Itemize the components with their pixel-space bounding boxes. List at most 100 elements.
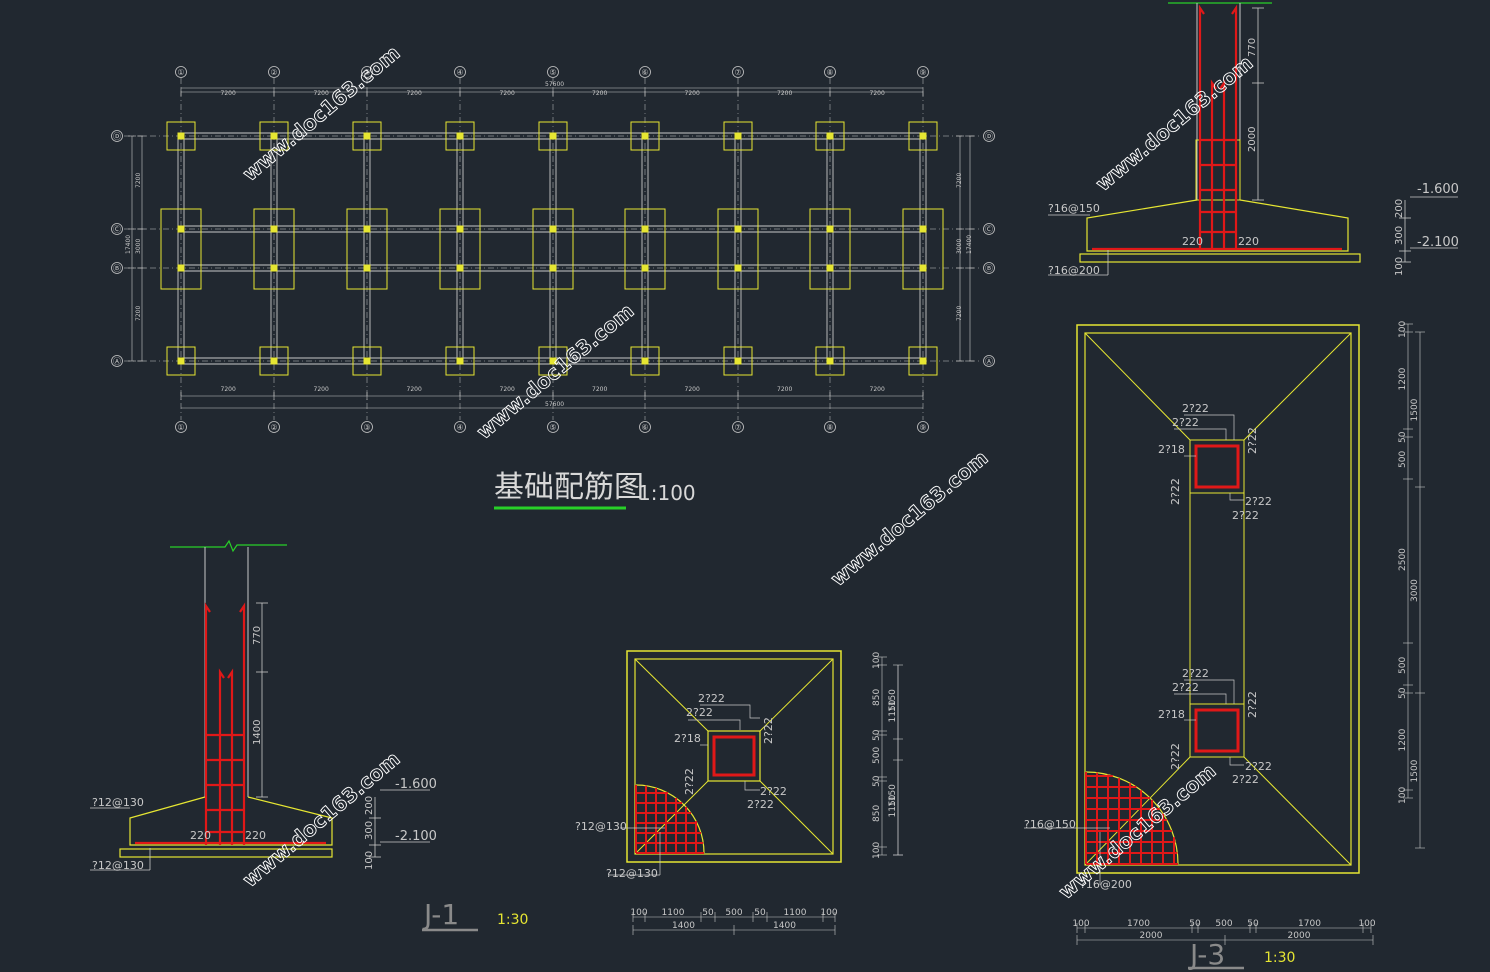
plan-title-block: 基础配筋图 1:100 bbox=[494, 470, 696, 510]
footing-j3 bbox=[717, 208, 759, 290]
j1-vdim-c: 100 bbox=[364, 851, 375, 870]
j3-rebar-top-label: ?16@150 bbox=[1048, 202, 1100, 215]
vdim-total-value: 1150 bbox=[888, 699, 898, 722]
j1-vdim-a: 200 bbox=[364, 796, 375, 815]
j3-column2-rebar bbox=[1194, 708, 1240, 753]
j3-rebar-bottom-label: ?16@200 bbox=[1048, 264, 1100, 277]
j3-c2-left-top: 2?22 bbox=[1172, 681, 1199, 694]
row-dim: 7200 bbox=[956, 306, 963, 321]
j3-scale: 1:30 bbox=[1264, 950, 1295, 966]
column-marker bbox=[549, 132, 557, 140]
footing-j1 bbox=[166, 346, 196, 376]
column-marker bbox=[177, 132, 185, 140]
column-marker bbox=[734, 225, 742, 233]
hdim-value: 50 bbox=[754, 908, 766, 918]
grid-bubble-col bbox=[547, 66, 559, 78]
j1-title: J-1 bbox=[422, 898, 459, 931]
j2-label-left: 2?22 bbox=[683, 768, 696, 795]
column-marker bbox=[363, 225, 371, 233]
bay-dim: 7200 bbox=[500, 386, 515, 393]
row-dim: 3000 bbox=[956, 239, 963, 254]
j3-column1-rebar bbox=[1194, 444, 1240, 489]
j2-label-br2: 2?22 bbox=[747, 798, 774, 811]
j3-outer bbox=[1076, 324, 1360, 874]
vdim-total-value: 1500 bbox=[1410, 398, 1420, 421]
grid-bubble-label: ⑧ bbox=[826, 68, 833, 77]
mesh-arc bbox=[1085, 771, 1179, 865]
grid-bubble-row bbox=[983, 223, 995, 235]
column-marker bbox=[270, 264, 278, 272]
hdim-value: 1100 bbox=[662, 908, 685, 918]
j3-inner bbox=[1084, 332, 1352, 866]
hdim-value: 1700 bbox=[1127, 919, 1150, 929]
j2-column-rebar bbox=[712, 735, 756, 777]
vdim-value: 100 bbox=[872, 652, 882, 669]
vdim-value: 100 bbox=[1398, 787, 1408, 804]
bay-dim: 7200 bbox=[870, 386, 885, 393]
hdim-value: 100 bbox=[820, 908, 837, 918]
grid-bubble-col bbox=[732, 66, 744, 78]
j3-c1-br2: 2?22 bbox=[1232, 509, 1259, 522]
footing-j1 bbox=[908, 121, 938, 151]
grid-bubble-col bbox=[824, 421, 836, 433]
grid-bubble-col bbox=[361, 421, 373, 433]
j2-pedestal bbox=[707, 730, 761, 782]
grid-bubble-label: Ⓐ bbox=[985, 357, 993, 366]
j1-rebar-bottom-label: ?12@130 bbox=[92, 859, 144, 872]
grid-bubble-col bbox=[361, 66, 373, 78]
column-marker bbox=[641, 132, 649, 140]
vdim-total-value: 1150 bbox=[888, 794, 898, 817]
footing-j1 bbox=[166, 121, 196, 151]
grid-bubble-label: ③ bbox=[363, 423, 370, 432]
column-marker bbox=[270, 357, 278, 365]
vdim-value: 1200 bbox=[1398, 728, 1408, 751]
grid-bubble-label: Ⓐ bbox=[113, 357, 121, 366]
j3-vdim-mid: 2000 bbox=[1247, 127, 1258, 152]
footing-j1 bbox=[630, 346, 660, 376]
j2-label-left-top: 2?22 bbox=[686, 706, 713, 719]
hdim-value: 500 bbox=[725, 908, 742, 918]
j3-c1-right: 2?22 bbox=[1246, 427, 1259, 454]
bay-dim: 7200 bbox=[407, 90, 422, 97]
hdim-value: 100 bbox=[1358, 919, 1375, 929]
bay-dim: 7200 bbox=[407, 386, 422, 393]
j3-c2-side: 2?18 bbox=[1158, 708, 1185, 721]
grid-bubble-col bbox=[175, 66, 187, 78]
column-marker bbox=[549, 225, 557, 233]
bay-dim: 7200 bbox=[685, 386, 700, 393]
footing-j1 bbox=[538, 346, 568, 376]
bay-dim: 7200 bbox=[685, 90, 700, 97]
mesh-arc bbox=[635, 784, 705, 854]
j2-label-right: 2?22 bbox=[762, 717, 775, 744]
j3-c1-top: 2?22 bbox=[1182, 402, 1209, 415]
grid-bubble-row bbox=[111, 130, 123, 142]
vdim-total-value: 1500 bbox=[1410, 759, 1420, 782]
bay-dim: 7200 bbox=[500, 90, 515, 97]
footing-j3 bbox=[902, 208, 944, 290]
column-marker bbox=[919, 225, 927, 233]
grid-bubble-row bbox=[111, 355, 123, 367]
bay-dim: 7200 bbox=[314, 90, 329, 97]
column-marker bbox=[826, 132, 834, 140]
column-marker bbox=[549, 264, 557, 272]
grid-bubble-col bbox=[824, 66, 836, 78]
j3-dim-right: 220 bbox=[1238, 235, 1259, 248]
column-marker bbox=[177, 357, 185, 365]
j3-c1-left: 2?22 bbox=[1169, 478, 1182, 505]
column-marker bbox=[919, 357, 927, 365]
column-marker bbox=[734, 264, 742, 272]
grid-bubble-col bbox=[175, 421, 187, 433]
blinding-layer bbox=[119, 848, 333, 858]
j2-label-br1: 2?22 bbox=[760, 785, 787, 798]
j3-c2-br1: 2?22 bbox=[1245, 760, 1272, 773]
grid-bubble-col bbox=[454, 66, 466, 78]
footing-j1 bbox=[445, 121, 475, 151]
column-marker bbox=[734, 132, 742, 140]
grid-bubble-label: ⑥ bbox=[641, 68, 648, 77]
j3-section-dim-lines bbox=[1048, 7, 1458, 276]
j3-footing-outline bbox=[1086, 199, 1349, 252]
grid-bubble-label: ⑨ bbox=[919, 68, 926, 77]
j3-mesh-label-2: ?16@200 bbox=[1080, 878, 1132, 891]
